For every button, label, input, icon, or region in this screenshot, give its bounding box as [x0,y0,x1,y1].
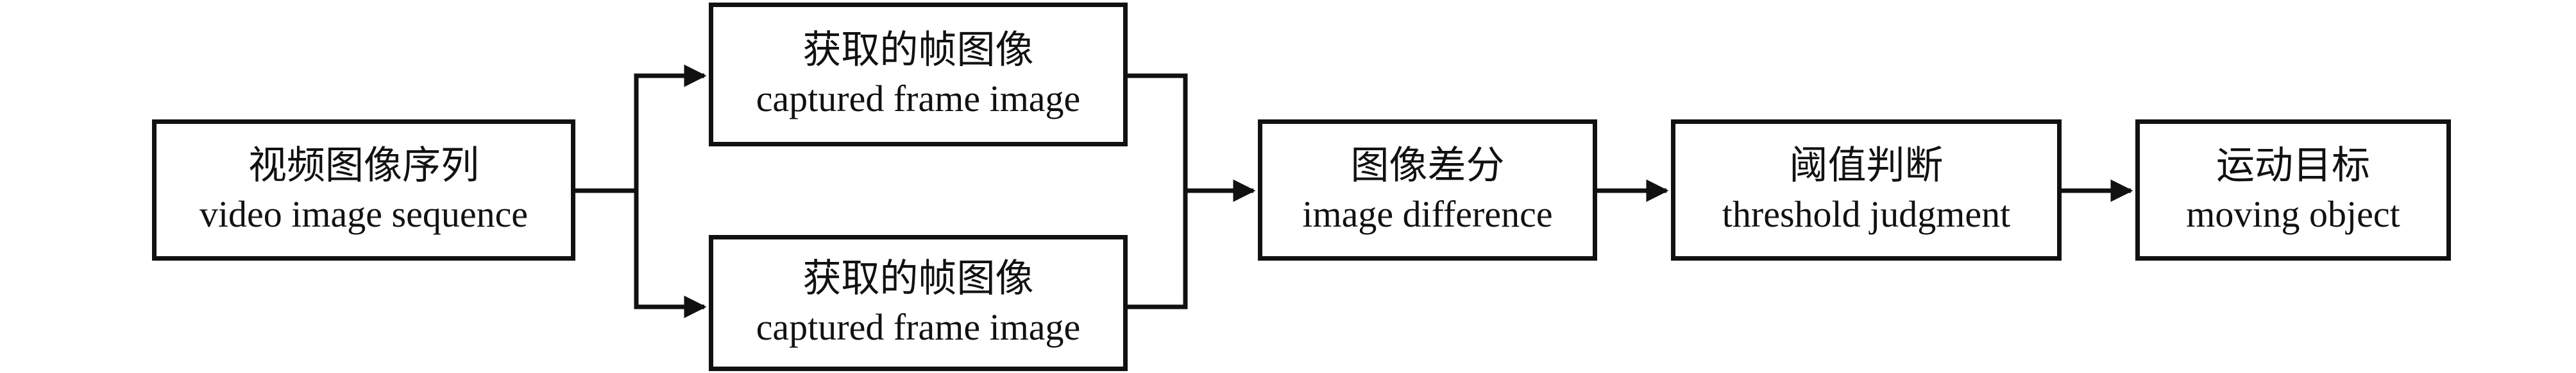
node-captured-frame-top-en: captured frame image [756,77,1081,119]
node-image-difference: 图像差分 image difference [1258,119,1597,261]
node-video-image-sequence-en: video image sequence [199,193,529,235]
connector-sequence-to-bottom-frame [634,191,707,318]
node-captured-frame-top-zh: 获取的帧图像 [802,27,1034,73]
connector-sequence-to-top-frame [575,64,707,193]
node-moving-object-en: moving object [2186,193,2400,235]
node-captured-frame-bottom-zh: 获取的帧图像 [802,256,1034,301]
node-threshold-judgment-zh: 阈值判断 [1789,143,1944,188]
connector-bottom-frame-to-difference [1128,191,1188,309]
node-moving-object: 运动目标 moving object [2135,119,2451,261]
node-captured-frame-bottom-en: captured frame image [756,306,1081,348]
node-captured-frame-top: 获取的帧图像 captured frame image [709,3,1128,146]
node-video-image-sequence: 视频图像序列 video image sequence [152,119,575,261]
node-image-difference-zh: 图像差分 [1350,143,1505,188]
node-threshold-judgment-en: threshold judgment [1722,193,2011,235]
node-video-image-sequence-zh: 视频图像序列 [248,143,479,188]
node-image-difference-en: image difference [1302,193,1553,235]
node-captured-frame-bottom: 获取的帧图像 captured frame image [709,235,1128,371]
node-moving-object-zh: 运动目标 [2216,143,2370,188]
connector-top-frame-to-difference [1128,73,1188,191]
node-threshold-judgment: 阈值判断 threshold judgment [1671,119,2062,261]
